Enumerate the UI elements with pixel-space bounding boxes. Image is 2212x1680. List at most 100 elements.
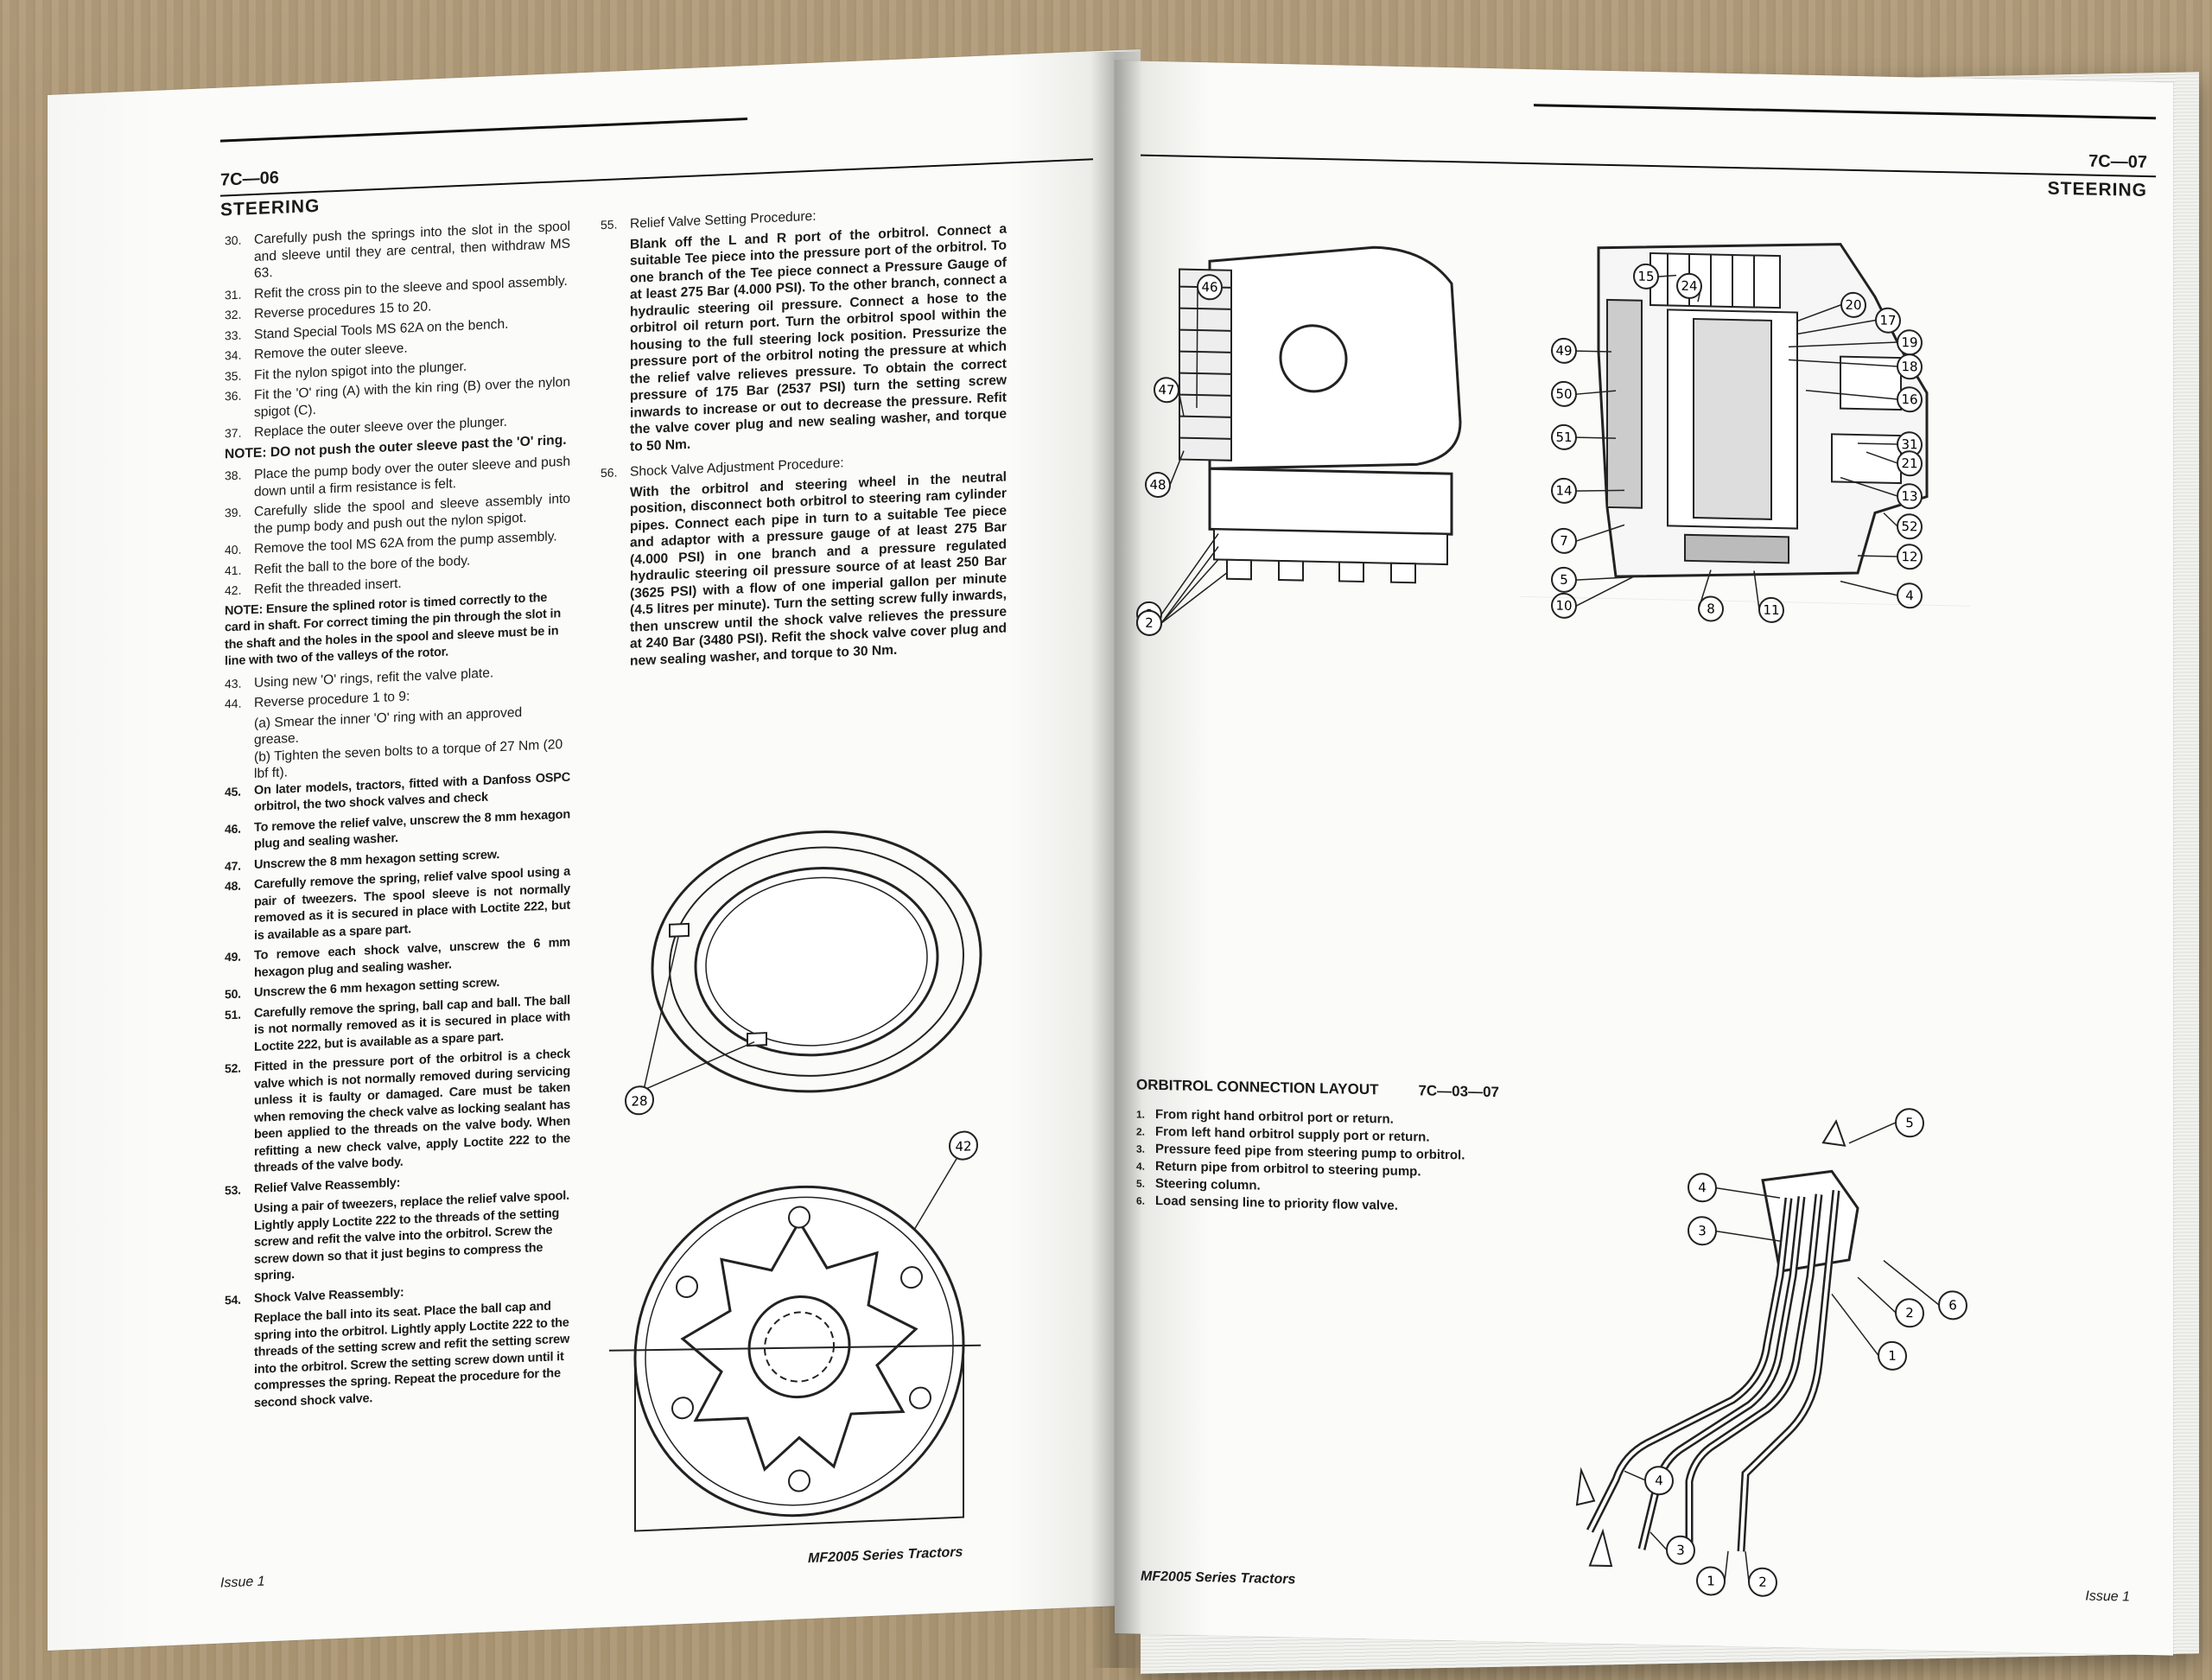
callout-label: 14 xyxy=(1555,483,1572,499)
callout-label: 5 xyxy=(1905,1115,1914,1130)
callout-leader xyxy=(1883,1260,1940,1306)
right-footer-issue: Issue 1 xyxy=(2085,1588,2130,1605)
left-footer-issue: Issue 1 xyxy=(220,1574,265,1591)
callout-label: 6 xyxy=(1948,1297,1957,1313)
callout-label: 4 xyxy=(1698,1180,1707,1195)
procedure-number: 31. xyxy=(225,287,242,302)
callout-leader xyxy=(1840,580,1898,596)
procedure-number: 38. xyxy=(225,468,242,483)
callout-leader xyxy=(1858,442,1897,445)
procedure-item: 51. Carefully remove the spring, ball cap… xyxy=(225,992,570,1057)
procedure-number: 33. xyxy=(225,328,242,342)
callout-leader xyxy=(1858,555,1897,557)
procedure-item: 52.Fitted in the pressure port of the or… xyxy=(225,1047,570,1179)
procedure-55-number: 55. xyxy=(601,217,618,232)
callout-leader xyxy=(1196,286,1198,409)
orbitrol-exterior-illustration: 4647489632 xyxy=(1136,245,1462,636)
procedure-number: 51. xyxy=(225,1007,241,1021)
callout-label: 15 xyxy=(1637,269,1654,284)
left-page: 7C—06 STEERING 30.Carefully push the spr… xyxy=(48,48,1141,1651)
callout-label: 5 xyxy=(1560,572,1568,588)
callout-leader xyxy=(1649,1531,1668,1550)
left-page-code: 7C—06 xyxy=(220,168,279,190)
callout-label: 19 xyxy=(1901,334,1917,350)
right-page-code: 7C—07 xyxy=(2088,151,2147,173)
callout-label: 16 xyxy=(1901,391,1917,407)
right-page: 7C—07 STEERING 4647489632 xyxy=(1115,60,2173,1656)
procedure-number: 53. xyxy=(225,1182,241,1197)
callout-leader xyxy=(1883,512,1898,527)
callout-leader xyxy=(1715,1230,1781,1242)
callout-leader xyxy=(1848,1122,1897,1144)
callout-leader xyxy=(1697,286,1702,302)
callout-leader xyxy=(1866,451,1898,464)
callout-leader xyxy=(1160,572,1228,624)
callout-leader xyxy=(1753,570,1760,610)
book-gutter-shadow xyxy=(1090,52,1142,1668)
procedure-number: 37. xyxy=(225,425,242,441)
procedure-number: 48. xyxy=(225,878,241,894)
callout-label: 11 xyxy=(1763,602,1779,618)
callout-label: 2 xyxy=(1145,615,1154,631)
header-rule-sub xyxy=(220,158,1093,197)
callout-label: 4 xyxy=(1905,588,1914,603)
callout-label: 8 xyxy=(1707,601,1715,616)
procedure-number: 49. xyxy=(225,949,241,964)
procedure-number: 34. xyxy=(225,347,242,363)
callout-label: 3 xyxy=(1676,1543,1685,1558)
callout-leader xyxy=(1788,359,1898,367)
procedure-number: 52. xyxy=(225,1060,241,1076)
procedure-item: 48.Carefully remove the spring, relief v… xyxy=(225,864,570,946)
procedure-number: 50. xyxy=(225,986,241,1002)
callout-label: 1 xyxy=(1707,1573,1715,1588)
left-column-1: 30.Carefully push the springs into the s… xyxy=(225,219,570,1414)
callout-42: 42 xyxy=(955,1138,971,1155)
callout-leader xyxy=(1169,450,1185,486)
callout-label: 52 xyxy=(1901,519,1917,534)
header-rule-right xyxy=(1534,104,2156,120)
callout-leader xyxy=(1788,341,1898,348)
callout-label: 48 xyxy=(1149,477,1166,493)
callout-label: 1 xyxy=(1888,1348,1897,1364)
procedure-53-text: Using a pair of tweezers, replace the re… xyxy=(254,1188,569,1283)
callout-circle xyxy=(1145,472,1171,499)
callout-label: 3 xyxy=(1698,1223,1707,1238)
callout-leader xyxy=(1160,533,1219,615)
procedure-number: 47. xyxy=(225,858,241,873)
connection-layout-item-text: Steering column. xyxy=(1155,1175,1261,1193)
callout-leader xyxy=(1576,436,1616,439)
procedure-number: 36. xyxy=(225,388,242,404)
procedure-number: 32. xyxy=(225,307,242,322)
left-footer-series: MF2005 Series Tractors xyxy=(808,1544,963,1567)
callout-leader xyxy=(1715,1187,1781,1199)
left-page-title: STEERING xyxy=(220,195,321,220)
callout-leader xyxy=(1657,274,1677,277)
callout-label: 46 xyxy=(1201,279,1217,295)
callout-label: 2 xyxy=(1758,1575,1767,1590)
seal-ring-illustration: 28 xyxy=(625,830,982,1116)
callout-label: 2 xyxy=(1905,1305,1914,1320)
header-rule-sub-right xyxy=(1141,154,2156,178)
note-splined-rotor: NOTE: Ensure the splined rotor is timed … xyxy=(225,590,561,669)
callout-label: 31 xyxy=(1901,436,1917,452)
right-footer-series: MF2005 Series Tractors xyxy=(1141,1569,1296,1588)
callout-leader xyxy=(1857,1276,1897,1314)
right-page-title: STEERING xyxy=(2047,178,2147,201)
connection-layout-code: 7C—03—07 xyxy=(1418,1082,1499,1101)
callout-circle xyxy=(1551,477,1577,504)
procedure-text: Carefully remove the spring, ball cap an… xyxy=(254,993,570,1054)
procedure-number: 40. xyxy=(225,542,242,557)
callout-leader xyxy=(1575,489,1625,492)
callout-leader xyxy=(1698,570,1712,609)
callout-leader xyxy=(1575,576,1634,581)
callout-leader xyxy=(1805,390,1898,400)
callout-label: 50 xyxy=(1555,386,1572,402)
procedure-54-text: Replace the ball into its seat. Place th… xyxy=(254,1299,570,1410)
procedure-number: 39. xyxy=(225,505,242,520)
callout-leader xyxy=(1575,524,1625,542)
callout-leader xyxy=(1160,546,1219,624)
callout-leader xyxy=(1575,576,1634,607)
callout-leader xyxy=(1160,559,1219,624)
